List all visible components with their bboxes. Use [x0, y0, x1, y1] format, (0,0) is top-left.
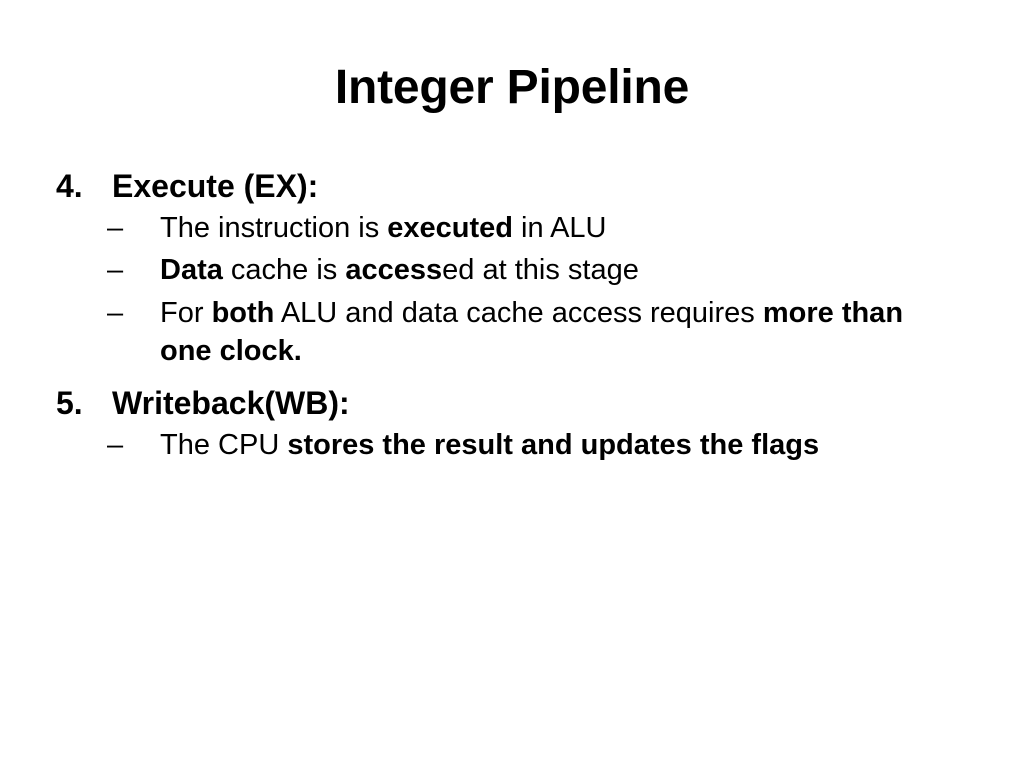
dash-bullet-icon: –	[107, 428, 124, 461]
list-number-marker: 5.	[56, 385, 83, 422]
bold-text-run: stores the result and updates the flags	[287, 428, 820, 461]
regular-text-run: The instruction is	[160, 211, 388, 244]
regular-text-run: ALU and data cache access requires	[274, 296, 763, 329]
list-number-marker: 4.	[56, 168, 83, 204]
numbered-item-heading: Execute (EX):	[112, 168, 319, 204]
list-item: – For both ALU and data cache access req…	[56, 295, 968, 370]
regular-text-run: The CPU	[160, 428, 288, 461]
numbered-item-4: 4. Execute (EX):	[56, 166, 968, 208]
numbered-item-5: 5. Writeback(WB):	[56, 383, 968, 425]
bold-text-run: Data	[160, 254, 223, 287]
bullet-text: The CPU stores the result and updates th…	[160, 427, 960, 465]
regular-text-run: ed at this stage	[442, 254, 639, 287]
bullet-text: For both ALU and data cache access requi…	[160, 295, 960, 370]
regular-text-run: cache is	[222, 254, 346, 287]
bold-text-run: access	[345, 254, 443, 287]
dash-bullet-icon: –	[107, 254, 124, 287]
sub-bullet-list-4: – The instruction is executed in ALU – D…	[56, 210, 968, 371]
page-title: Integer Pipeline	[334, 61, 690, 114]
bold-text-run: more than one clock.	[160, 296, 904, 367]
bullet-text: Data cache is accessed at this stage	[160, 252, 960, 290]
regular-text-run: For	[160, 296, 212, 329]
regular-text-run: in ALU	[513, 211, 607, 244]
bold-text-run: both	[211, 296, 275, 329]
bullet-text: The instruction is executed in ALU	[160, 210, 960, 248]
numbered-item-heading: Writeback(WB):	[112, 385, 350, 422]
list-item: – The instruction is executed in ALU	[56, 210, 968, 248]
slide-content-body: 4. Execute (EX): – The instruction is ex…	[56, 166, 968, 470]
list-item: – Data cache is accessed at this stage	[56, 252, 968, 290]
sub-bullet-list-5: – The CPU stores the result and updates …	[56, 427, 968, 465]
dash-bullet-icon: –	[107, 296, 124, 329]
spacer	[56, 375, 968, 383]
bold-text-run: executed	[387, 211, 513, 244]
list-item: – The CPU stores the result and updates …	[56, 427, 968, 465]
dash-bullet-icon: –	[107, 211, 124, 244]
